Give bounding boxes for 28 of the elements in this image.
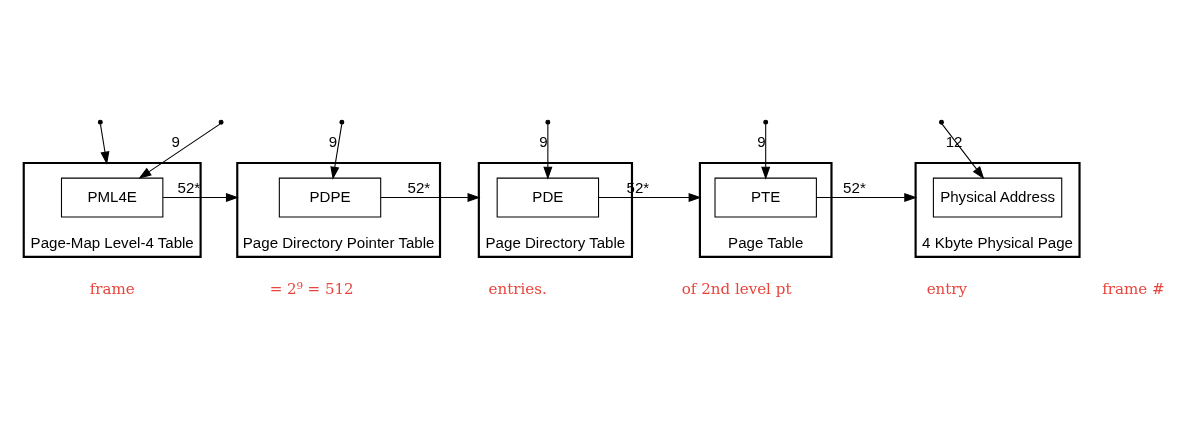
label: frame (89, 279, 135, 298)
arrow (162, 192, 239, 202)
node-box: PDPE (278, 177, 382, 217)
edge-label: 9 (539, 132, 548, 150)
edge-label: 52* (407, 178, 431, 196)
node-box: PDE (496, 177, 600, 217)
edge-label: 52* (843, 178, 866, 196)
arrow (99, 123, 110, 165)
arrow (330, 123, 343, 180)
edge-label: 52* (177, 178, 201, 196)
arrow (598, 192, 702, 202)
label: = 2⁹ = 512 (269, 279, 354, 298)
edge-label: 9 (328, 132, 338, 150)
node-box: PTE (714, 177, 817, 217)
arrow (941, 123, 985, 179)
arrow (380, 192, 481, 202)
node-box: PML4E (60, 177, 164, 217)
label: frame # (1102, 279, 1165, 298)
label: entries. (488, 279, 547, 298)
arrow (761, 123, 771, 180)
arrow (138, 123, 221, 179)
node-box: Physical Address (932, 177, 1063, 217)
arrow (815, 192, 918, 202)
arrow (543, 123, 553, 180)
label: of 2nd level pt (681, 279, 792, 298)
edge-label: 9 (757, 132, 766, 150)
label: entry (926, 279, 968, 298)
edge-label: 9 (171, 132, 181, 150)
